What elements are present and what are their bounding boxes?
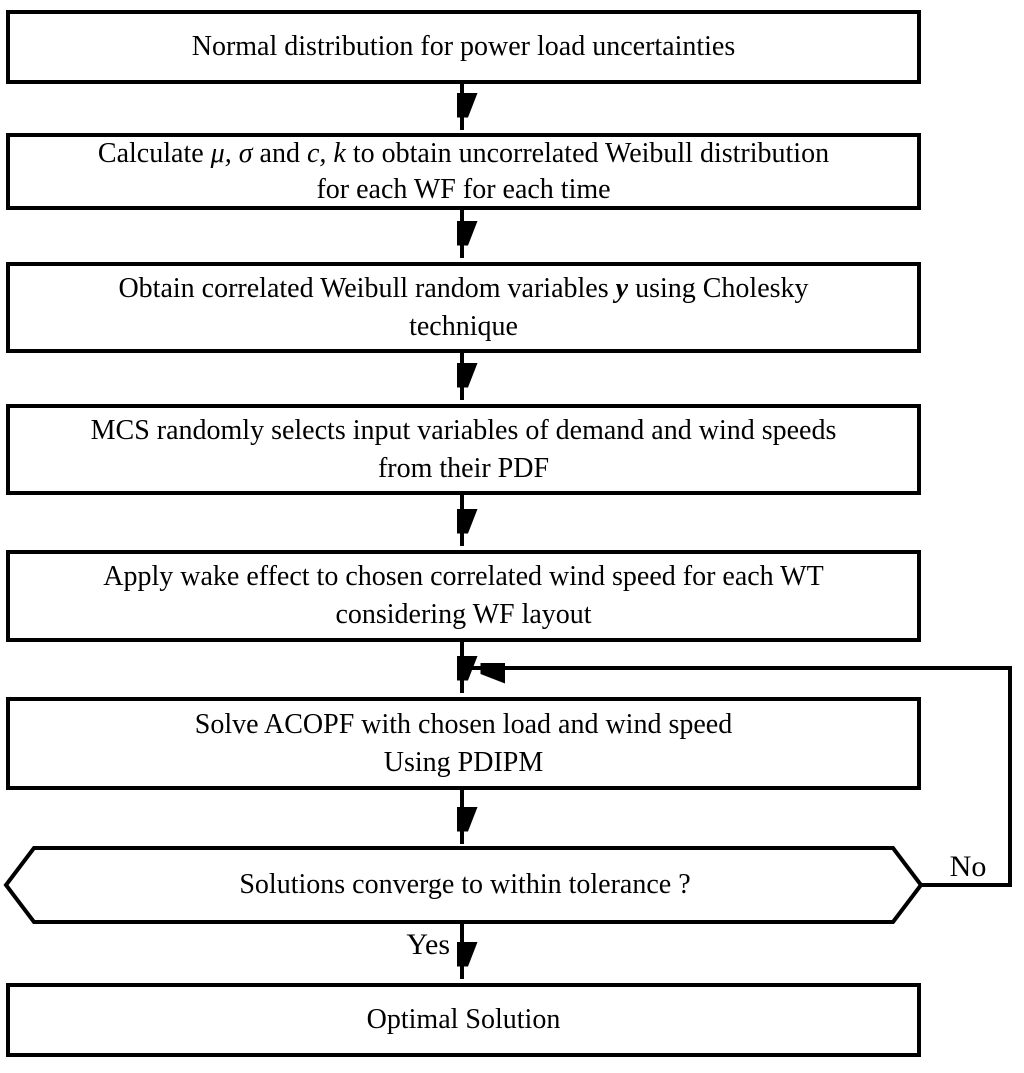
box-solve-acopf: Solve ACOPF with chosen load and wind sp…: [6, 697, 921, 790]
text-segment: and: [252, 137, 307, 169]
text-segment: to obtain uncorrelated Weibull distribut…: [345, 137, 830, 169]
text-segment-bold-italic: y: [615, 272, 629, 304]
box-normal-distribution: Normal distribution for power load uncer…: [6, 10, 921, 84]
decision-convergence-text: Solutions converge to within tolerance ?: [239, 869, 691, 900]
box-calculate-weibull-params: Calculate μ, σ and c, k to obtain uncorr…: [6, 133, 921, 210]
box-optimal-solution: Optimal Solution: [6, 983, 921, 1057]
text-segment: Obtain correlated Weibull random variabl…: [118, 272, 616, 304]
box-calculate-weibull-params-line1: Calculate μ, σ and c, k to obtain uncorr…: [10, 136, 917, 172]
box-wake-effect: Apply wake effect to chosen correlated w…: [6, 550, 921, 642]
box-mcs-input-selection: MCS randomly selects input variables of …: [6, 404, 921, 495]
box-wake-effect-line1: Apply wake effect to chosen correlated w…: [103, 561, 824, 592]
label-yes: Yes: [406, 928, 450, 961]
text-segment: Calculate: [97, 137, 211, 169]
decision-hexagon: [3, 846, 924, 924]
box-solve-acopf-line2: Using PDIPM: [383, 746, 544, 778]
box-correlated-weibull-cholesky-line2: technique: [409, 310, 518, 342]
box-normal-distribution-text: Normal distribution for power load uncer…: [191, 31, 736, 62]
box-solve-acopf-line1: Solve ACOPF with chosen load and wind sp…: [194, 708, 733, 740]
box-correlated-weibull-cholesky: Obtain correlated Weibull random variabl…: [6, 262, 921, 353]
label-no: No: [949, 850, 987, 883]
box-mcs-input-selection-line2: from their PDF: [377, 452, 550, 484]
text-segment-italic: μ, σ: [210, 137, 253, 169]
box-wake-effect-line2: considering WF layout: [335, 599, 592, 630]
box-calculate-weibull-params-line2: for each WF for each time: [316, 173, 611, 205]
text-segment: using Cholesky: [628, 272, 809, 304]
box-optimal-solution-text: Optimal Solution: [366, 1004, 561, 1035]
text-segment-italic: c, k: [306, 137, 346, 169]
box-mcs-input-selection-line1: MCS randomly selects input variables of …: [90, 414, 837, 446]
no-feedback-connector: [468, 668, 1012, 887]
box-correlated-weibull-cholesky-line1: Obtain correlated Weibull random variabl…: [10, 270, 917, 308]
